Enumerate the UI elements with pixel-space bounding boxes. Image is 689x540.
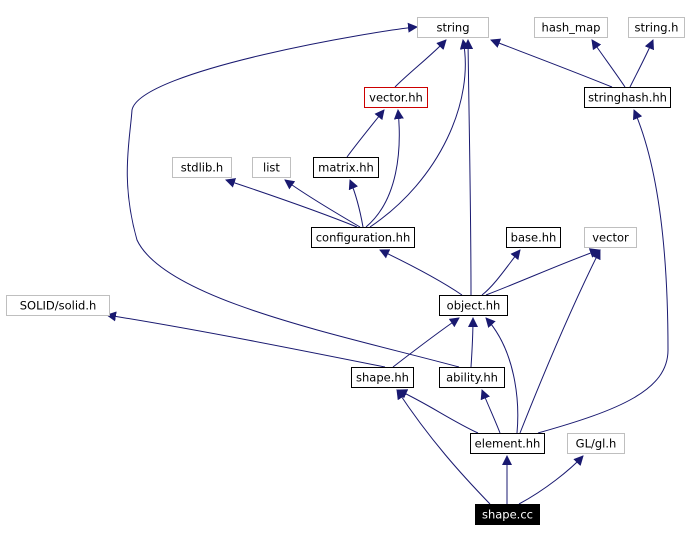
- node-label: shape.cc: [482, 508, 533, 522]
- node-label: hash_map: [542, 21, 601, 35]
- node-box: [351, 367, 414, 388]
- node-box: [313, 157, 379, 178]
- node-list[interactable]: list: [252, 157, 291, 178]
- node-label: string: [436, 21, 469, 35]
- node-box: [584, 87, 671, 108]
- node-label: GL/gl.h: [576, 437, 617, 451]
- node-vector[interactable]: vector: [584, 227, 637, 248]
- node-shape-cc[interactable]: shape.cc: [475, 504, 540, 525]
- node-gl-h[interactable]: GL/gl.h: [567, 433, 625, 454]
- edge-vector-hh-to-string: [394, 39, 447, 88]
- node-box: [172, 157, 232, 178]
- node-box: [470, 433, 545, 454]
- edge-configuration-hh-to-matrix-hh: [348, 179, 364, 228]
- node-hash-map[interactable]: hash_map: [534, 17, 608, 38]
- node-string-h[interactable]: string.h: [628, 17, 685, 38]
- edge-stringhash-hh-to-string: [490, 38, 613, 88]
- node-box: [628, 17, 685, 38]
- edge-element-hh-to-vector: [519, 249, 601, 434]
- edge-shape-hh-to-solid-h: [106, 311, 386, 368]
- node-label: configuration.hh: [316, 231, 411, 245]
- node-label: vector.hh: [369, 91, 423, 105]
- edges-layer: [106, 22, 669, 505]
- node-base-hh[interactable]: base.hh: [506, 227, 561, 248]
- node-solid-h[interactable]: SOLID/solid.h: [6, 295, 110, 316]
- node-box: [439, 367, 505, 388]
- node-label: element.hh: [475, 437, 541, 451]
- edge-element-hh-to-object-hh: [485, 317, 519, 434]
- node-stdlib-h[interactable]: stdlib.h: [172, 157, 232, 178]
- node-string[interactable]: string: [417, 17, 489, 38]
- node-label: SOLID/solid.h: [20, 299, 97, 313]
- node-label: list: [263, 161, 280, 175]
- edge-configuration-hh-to-string: [369, 39, 470, 228]
- edge-ability-hh-to-string: [126, 22, 460, 368]
- edge-element-hh-to-ability-hh: [480, 389, 501, 434]
- edge-configuration-hh-to-vector-hh: [365, 109, 404, 228]
- node-box: [584, 227, 637, 248]
- node-object-hh[interactable]: object.hh: [439, 295, 508, 316]
- edge-matrix-hh-to-vector-hh: [346, 109, 385, 158]
- node-label: matrix.hh: [318, 161, 374, 175]
- node-ability-hh[interactable]: ability.hh: [439, 367, 505, 388]
- node-box: [417, 17, 489, 38]
- node-stringhash-hh[interactable]: stringhash.hh: [584, 87, 671, 108]
- edge-shape-cc-to-shape-hh: [396, 389, 491, 505]
- edge-element-hh-to-stringhash-hh: [537, 109, 669, 434]
- node-box: [475, 504, 540, 525]
- node-box: [567, 433, 625, 454]
- edge-object-hh-to-configuration-hh: [379, 249, 463, 296]
- edge-ability-hh-to-object-hh: [467, 317, 478, 368]
- node-box: [364, 87, 428, 108]
- node-label: base.hh: [511, 231, 557, 245]
- node-element-hh[interactable]: element.hh: [470, 433, 545, 454]
- node-label: string.h: [635, 21, 679, 35]
- edge-stringhash-hh-to-hash-map: [591, 39, 626, 88]
- node-label: vector: [592, 231, 629, 245]
- edge-configuration-hh-to-list: [284, 179, 361, 228]
- node-box: [311, 227, 415, 248]
- edge-configuration-hh-to-stdlib-h: [225, 178, 358, 228]
- edge-object-hh-to-string: [463, 39, 474, 296]
- edge-object-hh-to-base-hh: [481, 249, 521, 296]
- edge-stringhash-hh-to-string-h: [629, 39, 654, 88]
- node-label: stringhash.hh: [588, 91, 667, 105]
- node-box: [506, 227, 561, 248]
- node-label: ability.hh: [446, 371, 498, 385]
- nodes-layer: string hash_map string.h vector.hh stringhas…: [6, 17, 685, 525]
- node-vector-hh[interactable]: vector.hh: [364, 87, 428, 108]
- node-box: [252, 157, 291, 178]
- node-label: object.hh: [447, 299, 501, 313]
- node-box: [6, 295, 110, 316]
- edge-shape-cc-to-gl-h: [518, 455, 584, 505]
- node-configuration-hh[interactable]: configuration.hh: [311, 227, 415, 248]
- node-shape-hh[interactable]: shape.hh: [351, 367, 414, 388]
- edge-object-hh-to-vector: [485, 248, 600, 296]
- edge-element-hh-to-shape-hh: [397, 389, 479, 434]
- node-box: [439, 295, 508, 316]
- node-matrix-hh[interactable]: matrix.hh: [313, 157, 379, 178]
- edge-shape-hh-to-object-hh: [392, 317, 460, 368]
- node-box: [534, 17, 608, 38]
- node-label: stdlib.h: [181, 161, 223, 175]
- node-label: shape.hh: [356, 371, 409, 385]
